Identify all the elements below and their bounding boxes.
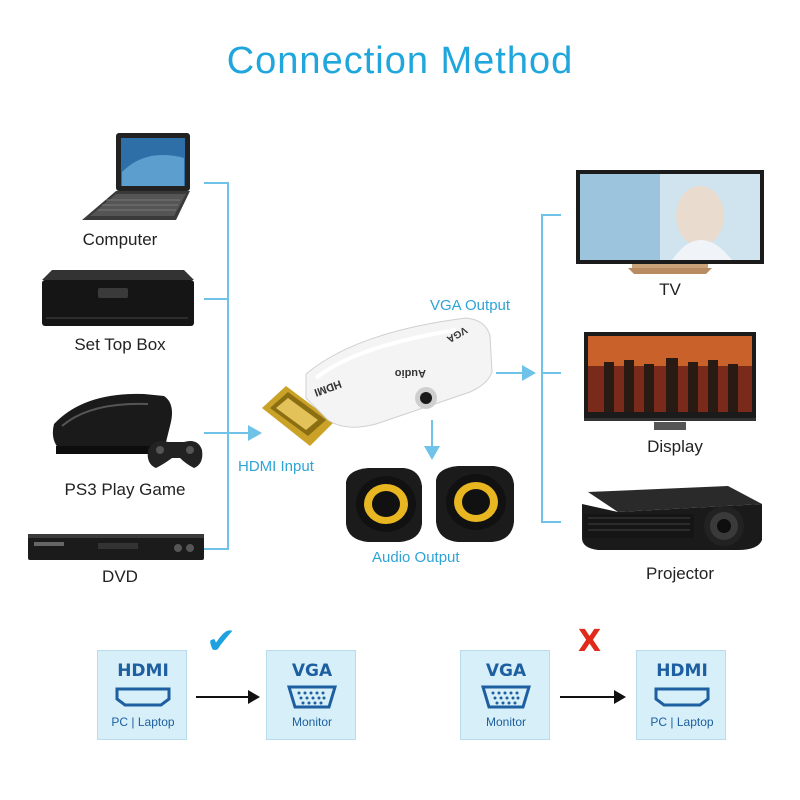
compat-source-head: HDMI xyxy=(117,661,169,681)
set-top-box-label: Set Top Box xyxy=(74,335,166,354)
compat-source-head: VGA xyxy=(485,661,527,681)
arrow-right-icon xyxy=(248,690,260,704)
compat-arrow-line xyxy=(196,696,250,698)
input-connector-line xyxy=(204,432,228,434)
compat-source-box: HDMI PC | Laptop xyxy=(97,650,187,740)
check-icon: ✔ xyxy=(206,620,237,661)
vga-port-icon xyxy=(481,685,531,709)
adapter-audio-text: Audio xyxy=(395,367,426,379)
compat-source-foot: Monitor xyxy=(485,715,526,729)
speakers-icon xyxy=(346,466,514,542)
vga-port-icon xyxy=(287,685,337,709)
audio-arrow-line xyxy=(431,420,433,450)
input-bus-line xyxy=(227,182,229,550)
compat-source-box: VGA Monitor xyxy=(460,650,550,740)
output-bus-line xyxy=(541,214,543,522)
vga-output-label: VGA Output xyxy=(430,297,511,314)
compat-target-head: VGA xyxy=(291,661,333,681)
output-connector-line xyxy=(541,214,561,216)
projector-icon xyxy=(582,486,762,550)
cross-icon: X xyxy=(578,624,602,659)
display-icon xyxy=(584,332,756,430)
arrow-right-icon xyxy=(522,365,536,381)
dvd-label: DVD xyxy=(102,567,138,586)
laptop-icon xyxy=(82,133,190,220)
hdmi-input-arrow-line xyxy=(228,432,252,434)
input-connector-line xyxy=(204,298,228,300)
game-console-icon xyxy=(52,393,203,468)
compat-target-box: HDMI PC | Laptop xyxy=(636,650,726,740)
hdmi-port-icon xyxy=(115,687,171,707)
audio-output-label: Audio Output xyxy=(372,549,460,566)
page-title: Connection Method xyxy=(226,40,574,82)
compat-target-foot: PC | Laptop xyxy=(650,715,714,729)
compat-arrow-line xyxy=(560,696,616,698)
projector-label: Projector xyxy=(645,564,715,583)
output-connector-line xyxy=(541,372,561,374)
tv-label: TV xyxy=(659,280,681,299)
computer-label: Computer xyxy=(82,230,158,249)
adapter-icon: Audio HDMI VGA xyxy=(262,317,493,446)
set-top-box-icon xyxy=(42,270,194,326)
arrow-down-icon xyxy=(424,446,440,460)
arrow-right-icon xyxy=(248,425,262,441)
compat-source-foot: PC | Laptop xyxy=(111,715,175,729)
input-connector-line xyxy=(204,182,228,184)
compat-target-box: VGA Monitor xyxy=(266,650,356,740)
hdmi-input-label: HDMI Input xyxy=(238,458,314,475)
arrow-right-icon xyxy=(614,690,626,704)
input-connector-line xyxy=(204,548,228,550)
tv-icon xyxy=(576,170,764,274)
hdmi-port-icon xyxy=(654,687,710,707)
dvd-player-icon xyxy=(28,534,204,560)
display-label: Display xyxy=(647,437,703,456)
compat-target-foot: Monitor xyxy=(291,715,332,729)
output-connector-line xyxy=(541,521,561,523)
ps3-label: PS3 Play Game xyxy=(64,480,186,499)
vga-output-arrow-line xyxy=(496,372,526,374)
compat-target-head: HDMI xyxy=(656,661,708,681)
